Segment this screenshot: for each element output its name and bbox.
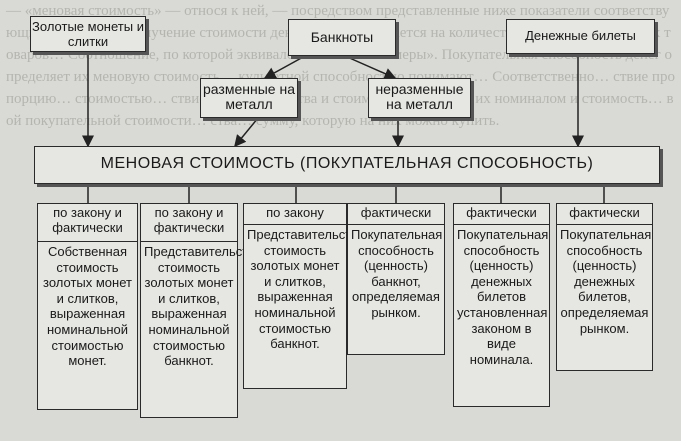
column-4-head: фактически — [348, 204, 444, 225]
column-2: по закону и фактически Представительству… — [140, 203, 292, 418]
column-4-body: Покупательная способность (ценность) бан… — [351, 227, 443, 320]
column-5-head: фактически — [454, 204, 549, 225]
banknotes-box: Банкноты — [288, 19, 396, 56]
column-2-body: Представительствуемая стоимость золотых … — [144, 244, 292, 369]
treasury-notes-box: Денежные билеты — [506, 19, 655, 54]
gold-coins-box: Золотые монеты и слитки — [30, 16, 146, 52]
arrow-convertible-to-main — [234, 117, 259, 148]
column-5: фактически Покупательная способность (це… — [453, 203, 550, 407]
column-6: фактически Покупательная способность (це… — [556, 203, 653, 371]
exchange-value-box: МЕНОВАЯ СТОИМОСТЬ (ПОКУПАТЕЛЬНАЯ СПОСОБН… — [34, 146, 660, 184]
column-6-head: фактически — [557, 204, 652, 225]
inconvertible-box: неразменные на металл — [368, 78, 471, 118]
column-1: по закону и фактически Собственная стоим… — [37, 203, 138, 410]
column-5-body: Покупательная способность (ценность) ден… — [457, 227, 549, 367]
column-3-body: Представительствуемая стоимость золотых … — [247, 227, 395, 352]
column-3: по закону Представительствуемая стоимост… — [243, 203, 395, 389]
column-4: фактически Покупательная способность (це… — [347, 203, 445, 355]
column-1-body: Собственная стоимость золотых монет и сл… — [43, 244, 132, 369]
column-1-head: по закону и фактически — [38, 204, 137, 242]
arrow-banknotes-to-convertible — [263, 55, 306, 79]
column-3-head: по закону — [244, 204, 346, 225]
arrow-banknotes-to-inconvertible — [344, 55, 397, 80]
column-2-head: по закону и фактически — [141, 204, 237, 242]
column-6-body: Покупательная способность (ценность) ден… — [560, 227, 652, 336]
convertible-box: разменные на металл — [200, 78, 298, 118]
